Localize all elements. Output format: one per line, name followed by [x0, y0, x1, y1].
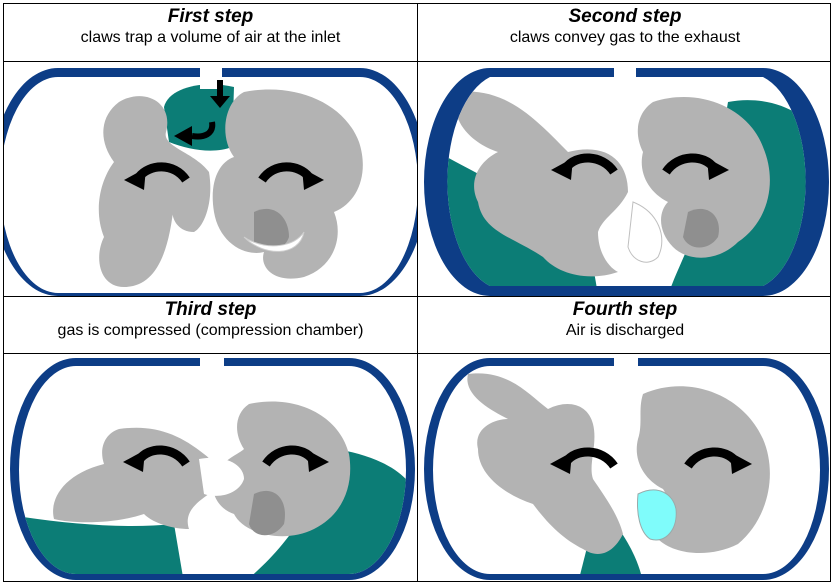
- claw-pump-step-2: [424, 68, 829, 296]
- claw-pump-step-3: [10, 358, 415, 580]
- step-4-title: Fourth step: [572, 299, 678, 320]
- column-divider: [417, 4, 418, 581]
- step-2-subtitle: claws convey gas to the exhaust: [509, 28, 741, 46]
- step-4-subtitle: Air is discharged: [565, 321, 685, 339]
- right-rotor: [637, 97, 770, 258]
- left-rotor: [455, 91, 628, 277]
- claw-pump-step-4: [424, 358, 829, 580]
- step-3-diagram: [4, 354, 417, 583]
- row-divider: [4, 296, 830, 297]
- compression-chamber: [199, 457, 244, 496]
- rotor-pocket: [683, 208, 719, 248]
- curved-arrow-head: [174, 126, 192, 146]
- claw-pump-step-1: [4, 68, 417, 296]
- rotor-pocket: [249, 490, 285, 536]
- rotor-pocket: [254, 208, 289, 250]
- steps-table: First step claws trap a volume of air at…: [3, 3, 831, 582]
- rotor-gap: [243, 231, 305, 252]
- step-2-title: Second step: [568, 6, 682, 27]
- inlet-arrow-icon: [210, 80, 230, 108]
- left-rotor: [467, 373, 623, 554]
- step-1-header: First step claws trap a volume of air at…: [4, 4, 417, 61]
- right-rotor: [212, 401, 351, 537]
- step-1-diagram: [4, 62, 417, 296]
- row-divider: [4, 353, 830, 354]
- step-1-title: First step: [167, 6, 254, 27]
- step-3-header: Third step gas is compressed (compressio…: [4, 297, 417, 353]
- trapped-gas: [164, 84, 234, 151]
- curved-arrow-icon: [191, 121, 216, 140]
- right-rotor: [212, 89, 363, 279]
- step-3-title: Third step: [164, 299, 257, 320]
- step-1-subtitle: claws trap a volume of air at the inlet: [80, 28, 341, 46]
- step-4-header: Fourth step Air is discharged: [418, 297, 832, 353]
- row-divider: [4, 61, 830, 62]
- step-2-diagram: [418, 62, 832, 296]
- step-3-subtitle: gas is compressed (compression chamber): [57, 321, 364, 339]
- left-rotor: [98, 96, 211, 288]
- step-2-header: Second step claws convey gas to the exha…: [418, 4, 832, 61]
- discharge-gas: [637, 489, 677, 541]
- rotor-gap: [627, 201, 663, 263]
- step-4-diagram: [418, 354, 832, 583]
